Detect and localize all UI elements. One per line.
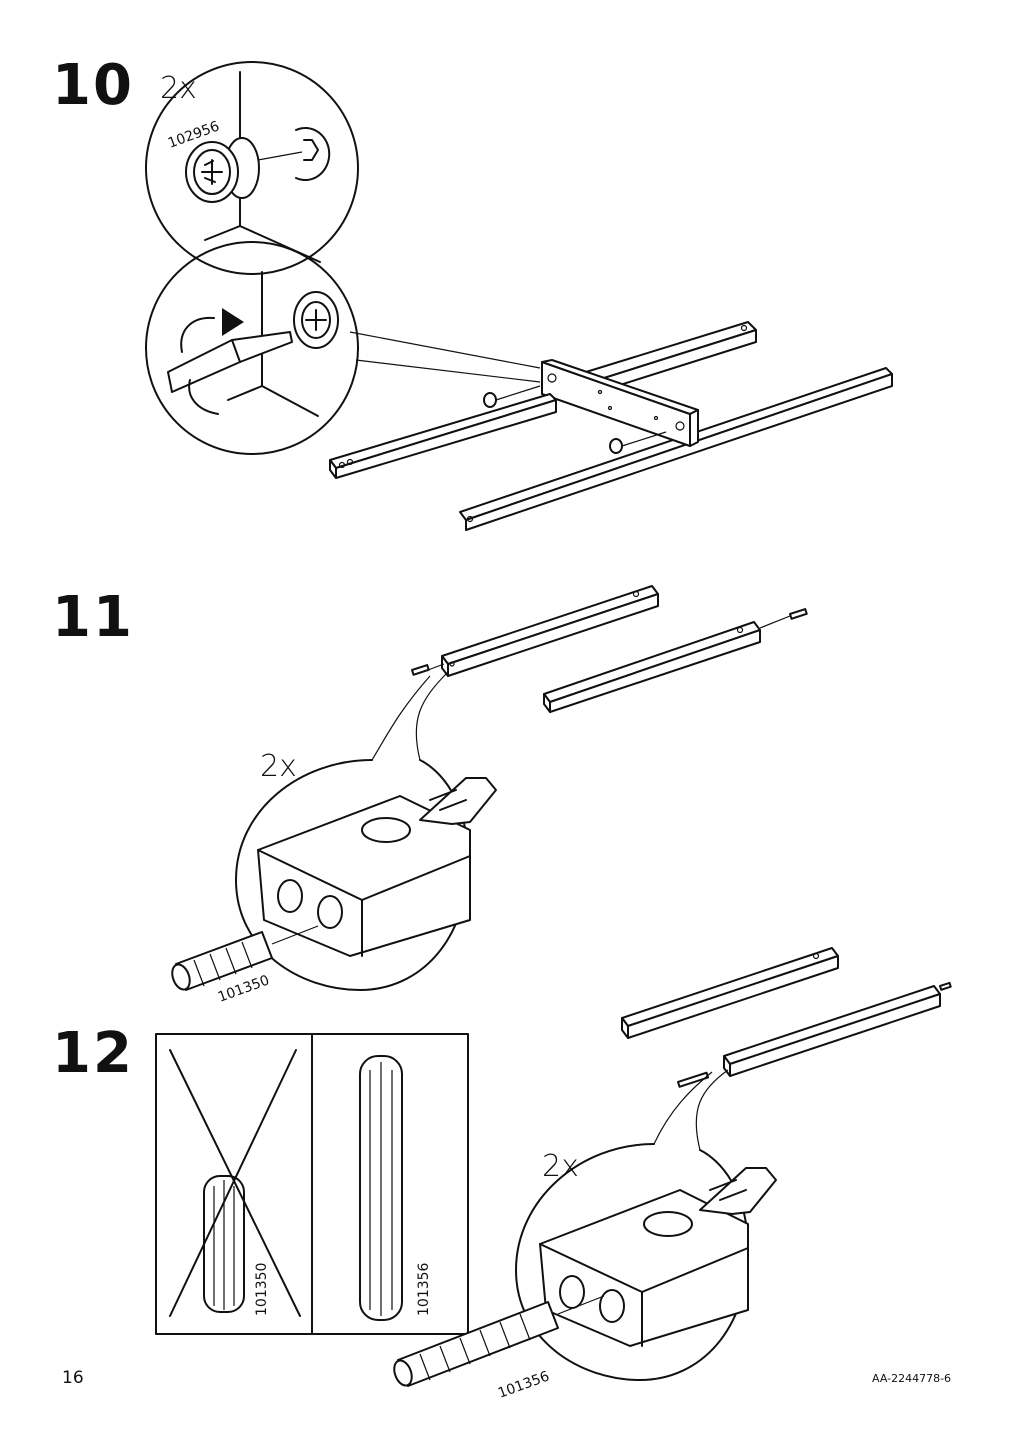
step-12-part-number: 101356 xyxy=(496,1368,552,1401)
rail-end-closeup-2 xyxy=(539,1189,749,1347)
right-part-number: 101356 xyxy=(416,1262,432,1316)
wrong-dowel-icon xyxy=(203,1175,245,1313)
rails-with-dowels xyxy=(411,585,808,713)
wooden-dowel-icon xyxy=(171,925,319,991)
step-12-number: 12 xyxy=(52,1021,134,1086)
screwdriver-detail-circle xyxy=(145,241,359,455)
rails-with-long-dowels xyxy=(621,947,952,1088)
page-number: 16 xyxy=(62,1368,84,1388)
cam-lock-installed-icon xyxy=(293,291,339,349)
correct-dowel-icon xyxy=(359,1055,403,1321)
hand-pointer-icon-2 xyxy=(699,1167,777,1215)
document-code: AA-2244778-6 xyxy=(872,1372,952,1385)
step-10-illustration: 102956 xyxy=(145,61,893,531)
cross-out-icon xyxy=(169,1049,301,1317)
step-12-illustration: 101350 101356 xyxy=(155,947,952,1402)
rail-end-closeup xyxy=(257,795,471,957)
hand-pointer-icon xyxy=(419,777,497,825)
wrong-part-number: 101350 xyxy=(254,1263,270,1316)
step-10-number: 10 xyxy=(52,53,134,118)
cam-lock-fitting-icon xyxy=(185,137,260,203)
step-12-quantity: 2x xyxy=(542,1149,579,1184)
step-11-number: 11 xyxy=(52,585,134,650)
long-dowel-icon xyxy=(393,1295,605,1387)
step-11-part-number: 101350 xyxy=(216,972,272,1005)
frame-assembly xyxy=(329,321,893,531)
rotate-arrow-icon xyxy=(180,308,244,415)
screwdriver-icon xyxy=(167,331,293,393)
dowel-comparison-box: 101350 101356 xyxy=(155,1033,469,1335)
step-11-illustration: 101350 xyxy=(171,585,808,1006)
step-11-quantity: 2x xyxy=(260,749,297,784)
step-10-quantity: 2x xyxy=(160,71,197,106)
cam-lock-detail-circle xyxy=(145,61,359,275)
